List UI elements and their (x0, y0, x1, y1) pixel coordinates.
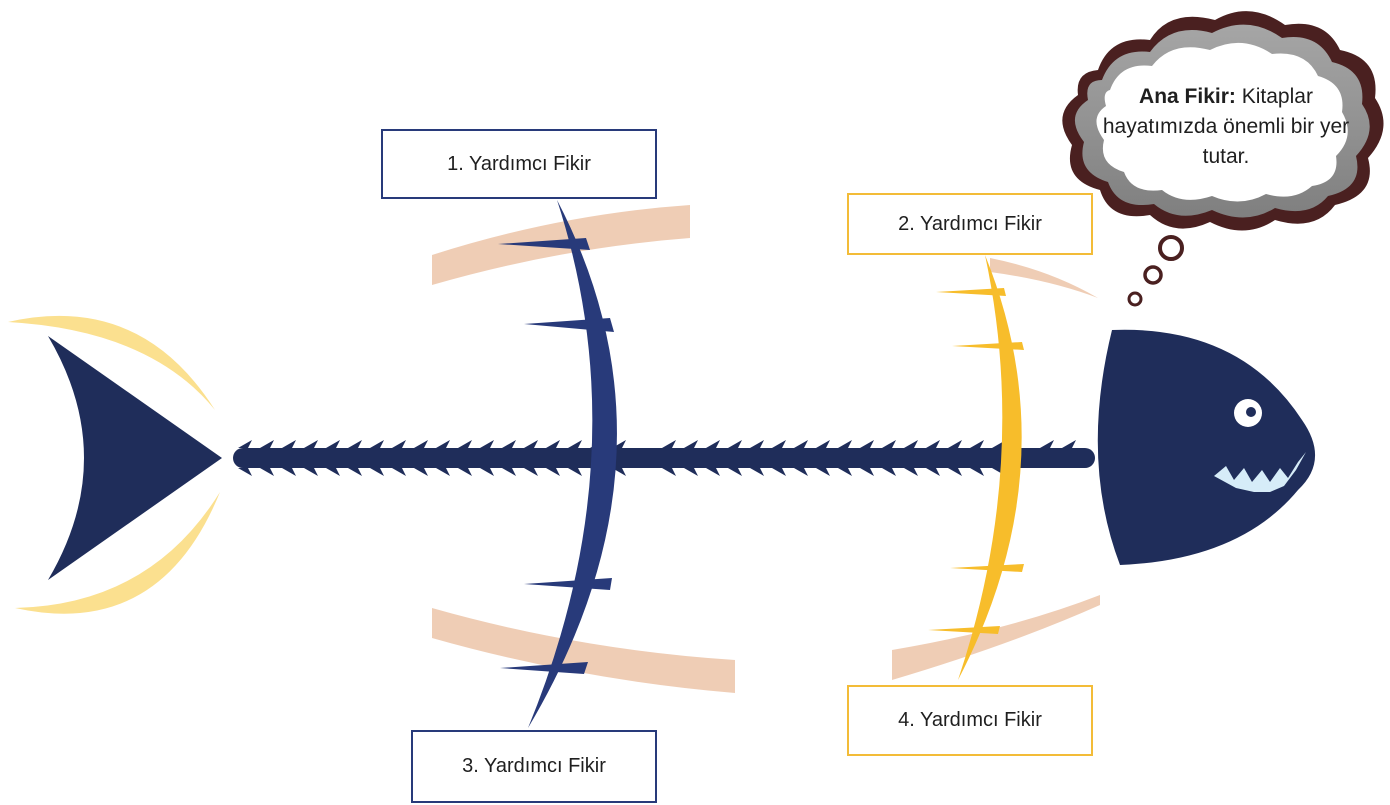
thought-cloud-icon (1062, 11, 1384, 231)
idea-label-1: 1. Yardımcı Fikir (447, 152, 591, 175)
peach-arc-top-right (990, 258, 1098, 298)
thought-bubbles-icon (1127, 235, 1184, 307)
idea-box-3: 3. Yardımcı Fikir (411, 730, 657, 803)
idea-box-4: 4. Yardımcı Fikir (847, 685, 1093, 756)
main-idea-text: Ana Fikir: Kitaplar hayatımızda önemli b… (1094, 82, 1358, 172)
spine-spikes-top (238, 440, 1076, 448)
fish-teeth-icon (1214, 452, 1306, 492)
peach-arc-bottom-left (432, 608, 735, 693)
tail-crescent-top (8, 315, 215, 410)
spine-spikes-bottom (238, 468, 1006, 476)
main-idea-body: Kitaplar hayatımızda önemli bir yer tuta… (1102, 85, 1350, 168)
fish-tail-icon (48, 336, 222, 580)
idea-label-2: 2. Yardımcı Fikir (898, 212, 1042, 235)
idea-box-2: 2. Yardımcı Fikir (847, 193, 1093, 255)
main-idea-label: Ana Fikir: (1139, 85, 1236, 108)
idea-box-1: 1. Yardımcı Fikir (381, 129, 657, 199)
fish-head-icon (1097, 329, 1316, 565)
blue-rib (498, 200, 617, 728)
idea-label-4: 4. Yardımcı Fikir (898, 709, 1042, 731)
tail-crescent-bottom (15, 492, 220, 614)
idea-label-3: 3. Yardımcı Fikir (462, 755, 606, 777)
gold-rib (928, 255, 1024, 680)
peach-arc-bottom-right (892, 595, 1100, 680)
fish-spine (233, 448, 1095, 468)
